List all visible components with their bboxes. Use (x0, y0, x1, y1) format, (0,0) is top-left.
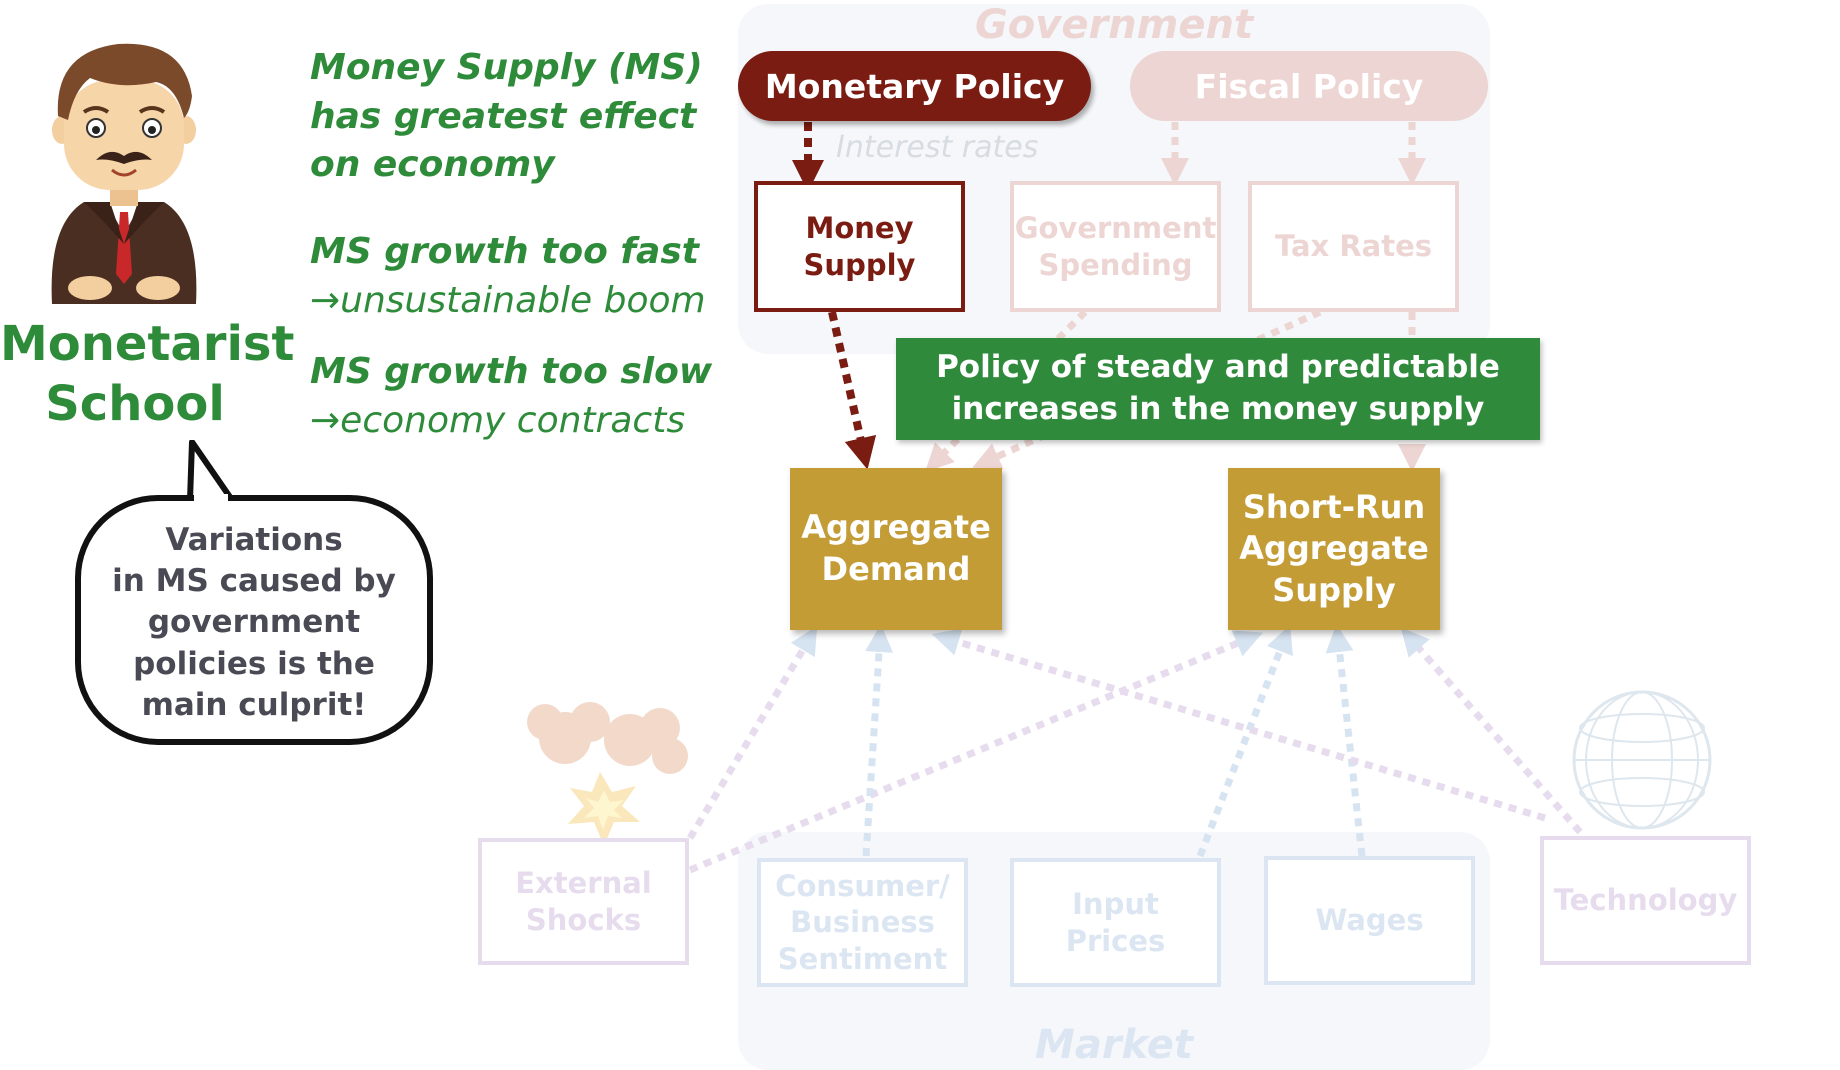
government-spending-line1: Government (1014, 211, 1217, 246)
businessman-avatar (51, 43, 197, 304)
interest-rates-label: Interest rates (836, 130, 1039, 165)
aggregate-demand-line1: Aggregate (801, 508, 991, 547)
statement3-head: MS growth too slow (310, 351, 713, 392)
policy-banner-line2: increases in the money supply (951, 391, 1485, 427)
technology-globe-icon (1572, 690, 1712, 830)
shocks-to-demand-arrow (686, 625, 818, 840)
statement2-head: MS growth too fast (310, 231, 699, 272)
government-title: Government (974, 2, 1254, 48)
shocks-to-supply-arrow (688, 630, 1263, 874)
school-line2: School (45, 376, 225, 432)
aggregate-demand-line2: Demand (821, 550, 971, 588)
input-prices-box: Input Prices (1010, 858, 1221, 987)
statement1-line1: Money Supply (MS) (310, 47, 703, 88)
fiscal-policy-pill: Fiscal Policy (1130, 51, 1488, 121)
statement2-tail: unsustainable boom (340, 279, 706, 321)
monetary-policy-pill: Monetary Policy (738, 51, 1091, 121)
statement-ms-too-fast: MS growth too fast →unsustainable boom (310, 228, 750, 325)
bubble-line5: main culprit! (141, 686, 367, 723)
sentiment-line2: Business (790, 905, 935, 940)
external-shocks-line1: External (515, 866, 652, 901)
technology-box: Technology (1540, 836, 1751, 965)
wages-to-supply-arrow (1325, 624, 1366, 857)
statement2-arrow-icon: → (310, 279, 341, 321)
input-prices-to-supply-arrow (1196, 624, 1293, 858)
external-shocks-line2: Shocks (525, 902, 642, 937)
short-run-supply-line2: Aggregate (1239, 529, 1429, 568)
policy-banner: Policy of steady and predictable increase… (896, 338, 1540, 440)
bubble-line1: Variations (165, 521, 343, 558)
technology-to-supply-arrow (1400, 627, 1583, 835)
sentiment-line3: Sentiment (777, 941, 948, 976)
statement1-line2: has greatest effect (310, 95, 697, 137)
short-run-supply-line1: Short-Run (1242, 487, 1426, 526)
money-supply-line2: Supply (803, 247, 916, 282)
short-run-supply-line3: Supply (1272, 570, 1396, 609)
money-supply-to-demand-arrow (828, 311, 877, 470)
government-spending-line2: Spending (1038, 247, 1193, 282)
market-title: Market (1035, 1022, 1193, 1068)
explosion-icon (527, 702, 688, 846)
school-line1: Monetarist (0, 316, 295, 372)
bubble-line3: government (147, 604, 361, 641)
statement-ms-effect: Money Supply (MS) has greatest effect on… (310, 44, 730, 190)
monetarist-school-title: Monetarist School (0, 314, 295, 434)
statement3-arrow-icon: → (310, 399, 341, 441)
money-supply-line1: Money (805, 211, 914, 246)
sentiment-to-demand-arrow (862, 624, 894, 857)
statement3-tail: economy contracts (340, 399, 686, 441)
bubble-line2: in MS caused by (112, 563, 396, 600)
sentiment-line1: Consumer/ (775, 869, 950, 904)
speech-bubble-shape (75, 440, 433, 745)
wages-box: Wages (1264, 856, 1475, 985)
bubble-line4: policies is the (133, 645, 375, 682)
statement-ms-too-slow: MS growth too slow →economy contracts (310, 348, 750, 445)
policy-banner-line1: Policy of steady and predictable (936, 349, 1500, 386)
technology-to-demand-arrow (931, 628, 1547, 822)
tax-rates-box: Tax Rates (1248, 181, 1459, 312)
statement1-line3: on economy (310, 144, 555, 186)
speech-bubble-text: Variations in MS caused by government po… (84, 510, 424, 736)
